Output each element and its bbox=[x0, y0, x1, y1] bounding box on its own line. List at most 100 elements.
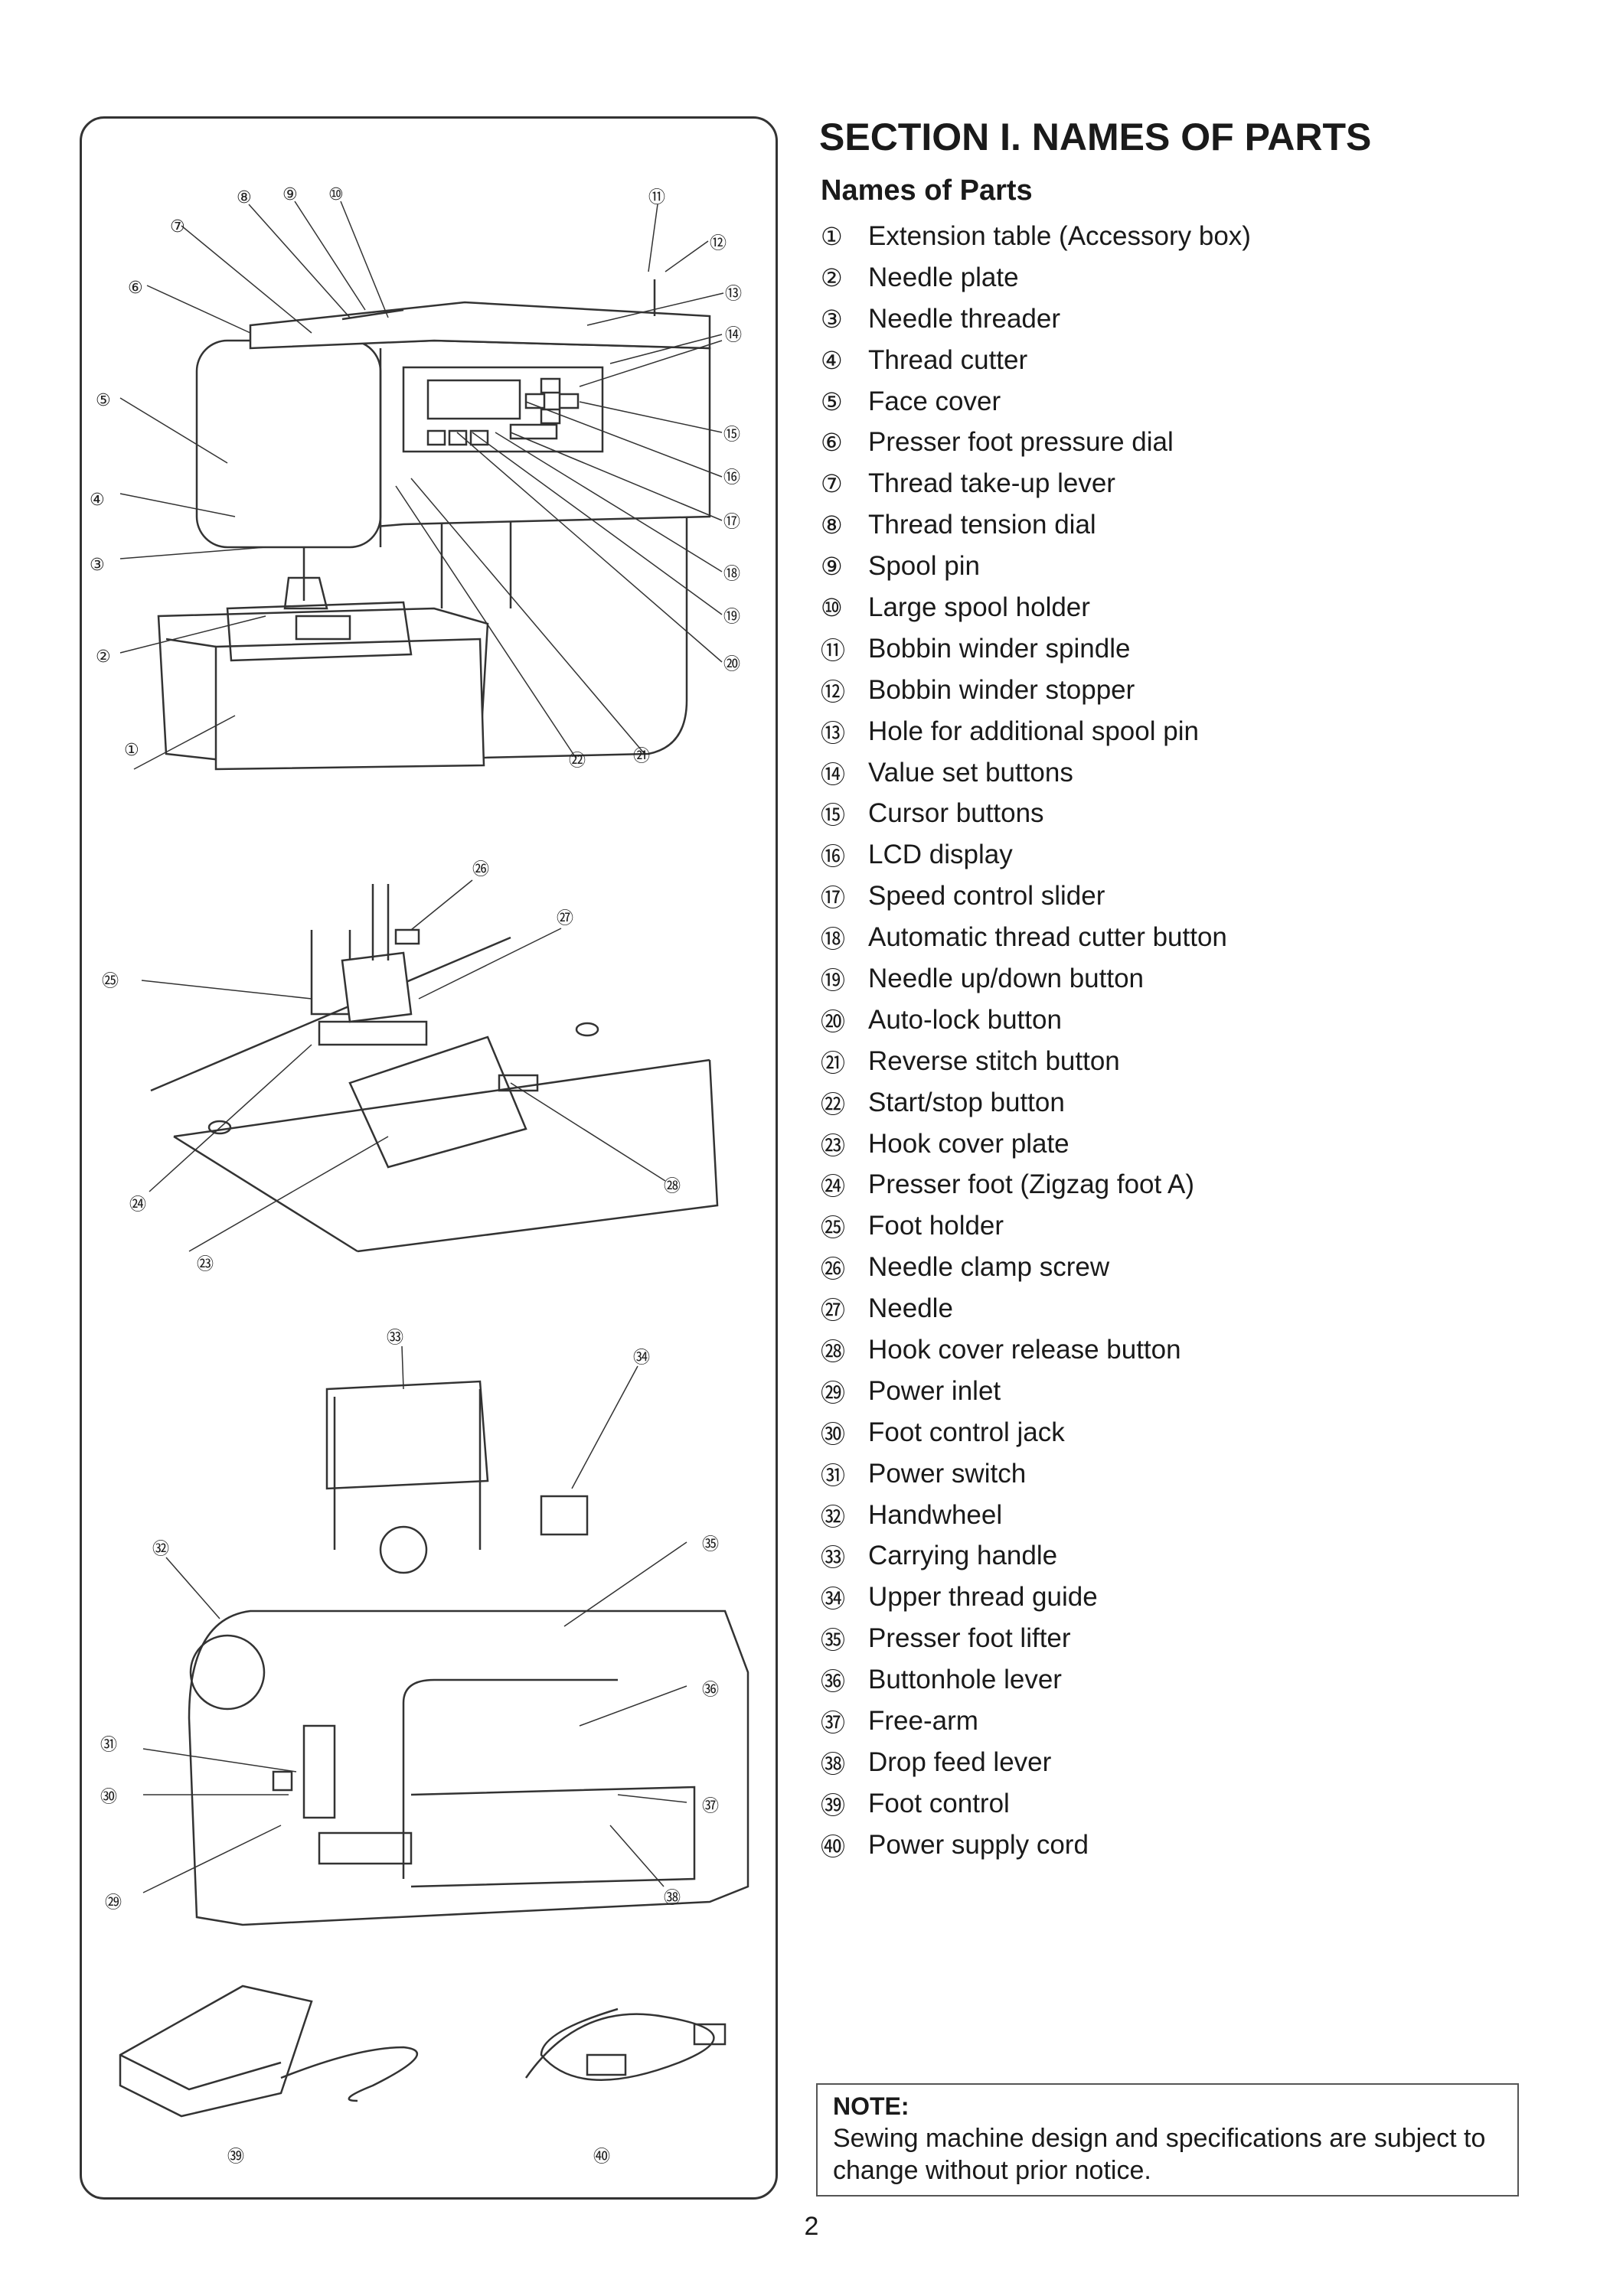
part-label: Buttonhole lever bbox=[868, 1665, 1062, 1695]
part-number: ㉒ bbox=[821, 1089, 846, 1119]
part-label: Foot control bbox=[868, 1788, 1010, 1818]
svg-text:⑨: ⑨ bbox=[282, 185, 298, 204]
part-list-item: ㉓ Hook cover plate bbox=[821, 1124, 1586, 1165]
svg-text:㉟: ㉟ bbox=[702, 1535, 719, 1554]
part-number: ⑲ bbox=[821, 965, 846, 995]
part-label: Power supply cord bbox=[868, 1829, 1089, 1860]
part-label: Cursor buttons bbox=[868, 798, 1044, 829]
part-label: Spool pin bbox=[868, 551, 980, 582]
part-label: Start/stop button bbox=[868, 1087, 1065, 1117]
part-label: Needle clamp screw bbox=[868, 1252, 1110, 1283]
accessory-callouts: ㊴ ㊵ bbox=[227, 2148, 610, 2167]
part-number: ㉜ bbox=[821, 1502, 846, 1531]
part-label: Presser foot pressure dial bbox=[868, 427, 1174, 458]
part-list-item: ㉕ Foot holder bbox=[821, 1205, 1586, 1247]
part-list-item: ㊴ Foot control bbox=[821, 1783, 1586, 1825]
page-number: 2 bbox=[804, 2212, 819, 2241]
rear-leader-lines bbox=[142, 1345, 687, 1893]
rear-callouts: ㉝ ㉞ ㉜ ㉟ ㊱ ㉛ ㉚ ㊲ ㉙ ㊳ bbox=[100, 1329, 719, 1913]
part-label: Presser foot lifter bbox=[868, 1623, 1071, 1654]
part-label: Thread take-up lever bbox=[868, 468, 1115, 499]
svg-text:㉔: ㉔ bbox=[129, 1195, 146, 1215]
part-number: ㉝ bbox=[821, 1543, 846, 1573]
svg-text:㊳: ㊳ bbox=[664, 1889, 681, 1908]
front-leader-lines bbox=[119, 201, 724, 770]
part-number: ⑳ bbox=[821, 1006, 846, 1036]
svg-text:⑱: ⑱ bbox=[723, 565, 740, 584]
part-number: ⑨ bbox=[821, 552, 843, 582]
part-label: Hook cover plate bbox=[868, 1128, 1069, 1159]
part-number: ⑱ bbox=[821, 925, 846, 954]
part-label: LCD display bbox=[868, 840, 1013, 870]
part-number: ④ bbox=[821, 345, 843, 375]
part-label: Foot holder bbox=[868, 1211, 1004, 1241]
part-list-item: ② Needle plate bbox=[821, 257, 1586, 298]
part-label: Hook cover release button bbox=[868, 1334, 1181, 1365]
part-label: Drop feed lever bbox=[868, 1746, 1052, 1777]
part-number: ⑤ bbox=[821, 386, 843, 416]
svg-text:⑤: ⑤ bbox=[96, 391, 111, 410]
presser-foot-illustration bbox=[150, 884, 719, 1253]
svg-text:㉜: ㉜ bbox=[152, 1540, 169, 1559]
svg-text:㉘: ㉘ bbox=[664, 1177, 681, 1196]
part-label: Presser foot (Zigzag foot A) bbox=[868, 1169, 1195, 1200]
part-number: ② bbox=[821, 263, 843, 292]
svg-text:⑯: ⑯ bbox=[723, 468, 740, 488]
part-number: ㉞ bbox=[821, 1584, 846, 1614]
svg-text:㊵: ㊵ bbox=[593, 2148, 610, 2167]
svg-text:㉓: ㉓ bbox=[197, 1255, 214, 1274]
foot-control-illustration bbox=[119, 1985, 419, 2118]
part-number: ① bbox=[821, 221, 843, 251]
part-number: ㉚ bbox=[821, 1419, 846, 1449]
svg-text:㊴: ㊴ bbox=[227, 2148, 244, 2167]
part-label: Needle plate bbox=[868, 262, 1019, 292]
svg-text:㊱: ㊱ bbox=[702, 1681, 719, 1700]
svg-text:⑳: ⑳ bbox=[723, 655, 740, 674]
part-label: Automatic thread cutter button bbox=[868, 922, 1227, 953]
part-list-item: ⑱ Automatic thread cutter button bbox=[821, 917, 1586, 958]
power-cord-illustration bbox=[524, 2007, 727, 2081]
part-number: ㊲ bbox=[821, 1708, 846, 1737]
part-list-item: ⑳ Auto-lock button bbox=[821, 1000, 1586, 1041]
svg-text:⑬: ⑬ bbox=[725, 285, 742, 304]
part-number: ㊴ bbox=[821, 1790, 846, 1820]
part-number: ㉕ bbox=[821, 1213, 846, 1243]
part-number: ㉖ bbox=[821, 1254, 846, 1284]
part-label: Auto-lock button bbox=[868, 1004, 1062, 1035]
part-number: ⑭ bbox=[821, 759, 846, 789]
svg-text:⑰: ⑰ bbox=[723, 513, 740, 532]
part-list-item: ㉟ Presser foot lifter bbox=[821, 1618, 1586, 1659]
svg-text:③: ③ bbox=[90, 556, 105, 575]
part-number: ㉑ bbox=[821, 1048, 846, 1078]
svg-text:㉙: ㉙ bbox=[105, 1893, 122, 1913]
part-number: ⑥ bbox=[821, 428, 843, 458]
foot-leader-lines bbox=[141, 879, 666, 1252]
part-label: Bobbin winder spindle bbox=[868, 633, 1131, 664]
part-number: ㉟ bbox=[821, 1626, 846, 1655]
svg-text:②: ② bbox=[96, 647, 111, 667]
part-number: ㉓ bbox=[821, 1130, 846, 1160]
section-title: SECTION I. NAMES OF PARTS bbox=[819, 116, 1372, 158]
svg-text:㉕: ㉕ bbox=[102, 972, 119, 991]
front-callouts: ① ② ③ ④ ⑤ ⑥ ⑦ ⑧ ⑨ ⑩ ⑪ ⑫ ⑬ ⑭ ⑮ ⑯ ⑰ ⑱ ⑲ ⑳ … bbox=[90, 185, 742, 771]
part-label: Value set buttons bbox=[868, 757, 1073, 788]
part-number: ⑦ bbox=[821, 469, 843, 499]
part-label: Foot control jack bbox=[868, 1417, 1065, 1447]
part-label: Thread tension dial bbox=[868, 510, 1096, 540]
svg-text:㊲: ㊲ bbox=[702, 1797, 719, 1816]
part-label: Hole for additional spool pin bbox=[868, 716, 1199, 746]
